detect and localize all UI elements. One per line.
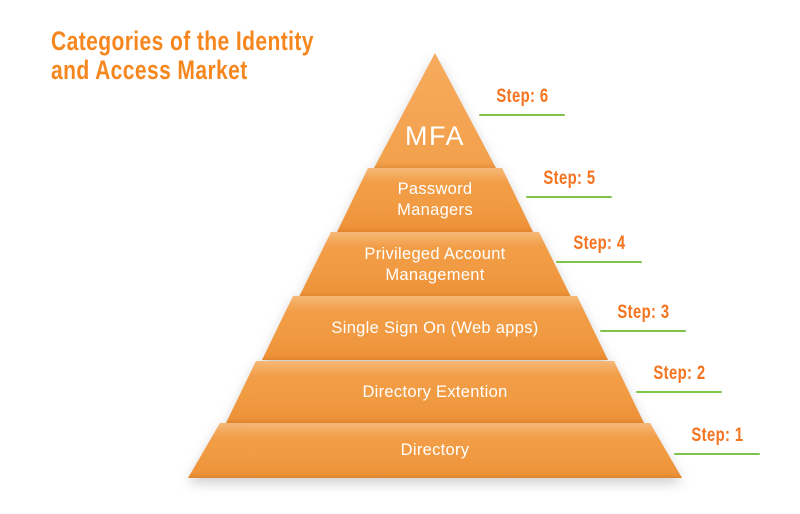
step-label: Step: 1: [690, 425, 744, 446]
step-underline: [479, 114, 565, 116]
pyramid-level-directory-extention: Directory Extention: [226, 361, 644, 423]
pyramid-level-directory: Directory: [188, 423, 682, 478]
pyramid-level-label: Directory Extention: [362, 382, 508, 401]
pyramid-level-password-managers: Password Managers: [337, 168, 533, 232]
step-underline: [600, 330, 686, 332]
step-label: Step: 5: [542, 168, 596, 189]
step-annotation-1: Step: 1: [674, 425, 760, 455]
step-annotation-2: Step: 2: [636, 363, 722, 393]
pyramid-level-single-sign-on: Single Sign On (Web apps): [262, 296, 608, 360]
step-underline: [556, 261, 642, 263]
pyramid-level-label: Password Managers: [397, 180, 473, 219]
pyramid-level-label: Single Sign On (Web apps): [331, 318, 539, 337]
step-annotation-4: Step: 4: [556, 233, 642, 263]
step-annotation-5: Step: 5: [526, 168, 612, 198]
pyramid-level-label: Privileged Account Management: [364, 244, 506, 284]
pyramid-level-privileged-account-management: Privileged Account Management: [299, 232, 571, 297]
pyramid-level-label: MFA: [404, 121, 465, 151]
step-annotation-3: Step: 3: [600, 302, 686, 332]
step-label: Step: 3: [616, 302, 670, 323]
step-underline: [526, 196, 612, 198]
pyramid-level-mfa: MFA: [374, 53, 496, 168]
step-annotation-6: Step: 6: [479, 86, 565, 116]
page-title: Categories of the Identity and Access Ma…: [51, 26, 314, 85]
pyramid-level-label: Directory: [400, 441, 470, 459]
step-label: Step: 6: [495, 86, 549, 107]
step-underline: [674, 453, 760, 455]
step-label: Step: 2: [652, 363, 706, 384]
step-label: Step: 4: [572, 233, 626, 254]
step-underline: [636, 391, 722, 393]
identity-access-pyramid: MFA Password Managers Privileged Account…: [188, 53, 682, 478]
